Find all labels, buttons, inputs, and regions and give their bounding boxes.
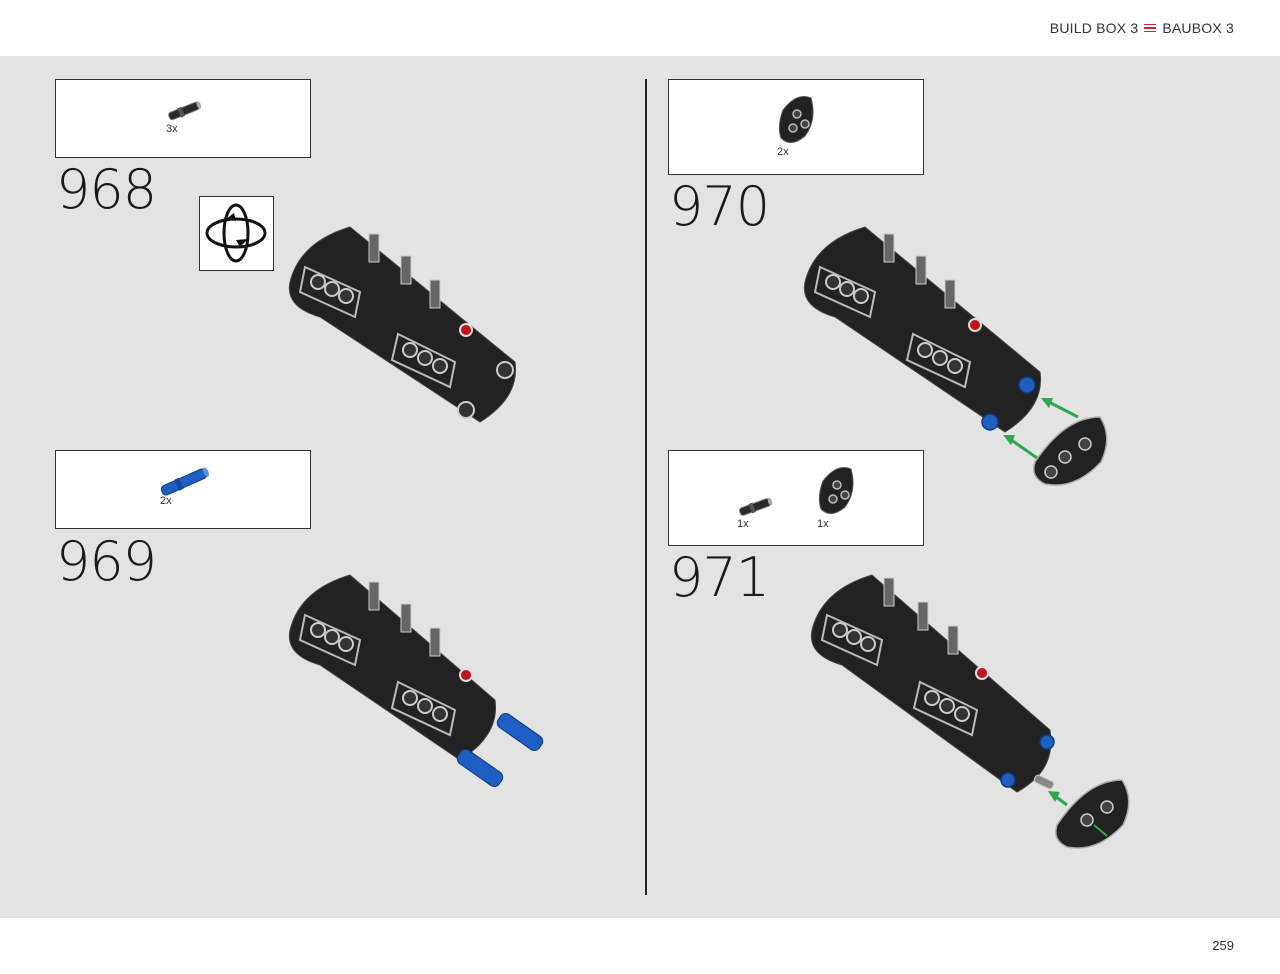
menu-lines-icon xyxy=(1144,23,1157,33)
step-number-968: 968 xyxy=(56,158,157,221)
black-panel-icon xyxy=(818,467,854,514)
parts-callout-970: 2x xyxy=(668,79,924,175)
page-number: 259 xyxy=(1212,938,1234,953)
assembly-968 xyxy=(288,226,517,423)
rotate-model-icon xyxy=(205,203,267,263)
black-pin-icon xyxy=(168,101,202,121)
step-number-970: 970 xyxy=(669,175,770,238)
rotate-callout xyxy=(199,196,274,271)
header-title: BUILD BOX 3 BAUBOX 3 xyxy=(1050,20,1234,36)
column-divider xyxy=(645,79,647,895)
part-qty: 1x xyxy=(737,518,749,530)
part-qty: 3x xyxy=(166,123,178,135)
step-number-969: 969 xyxy=(56,530,157,593)
parts-callout-968: 3x xyxy=(55,79,311,158)
parts-callout-971: 1x 1x xyxy=(668,450,924,546)
step-number-971: 971 xyxy=(669,546,770,609)
black-panel-icon xyxy=(778,96,814,143)
assembly-969 xyxy=(288,574,544,788)
black-pin-icon xyxy=(738,497,773,516)
page-footer: 259 xyxy=(0,918,1280,974)
assembly-970 xyxy=(803,226,1108,486)
header-build-box: BUILD BOX 3 xyxy=(1049,20,1139,36)
page-header: BUILD BOX 3 BAUBOX 3 xyxy=(0,0,1280,56)
assembly-971 xyxy=(810,574,1130,849)
part-qty: 2x xyxy=(160,495,172,507)
part-qty: 2x xyxy=(777,146,789,158)
parts-callout-969: 2x xyxy=(55,450,311,529)
blue-axle-pin-icon xyxy=(160,467,209,496)
part-qty: 1x xyxy=(817,518,829,530)
header-baubox: BAUBOX 3 xyxy=(1162,20,1234,36)
